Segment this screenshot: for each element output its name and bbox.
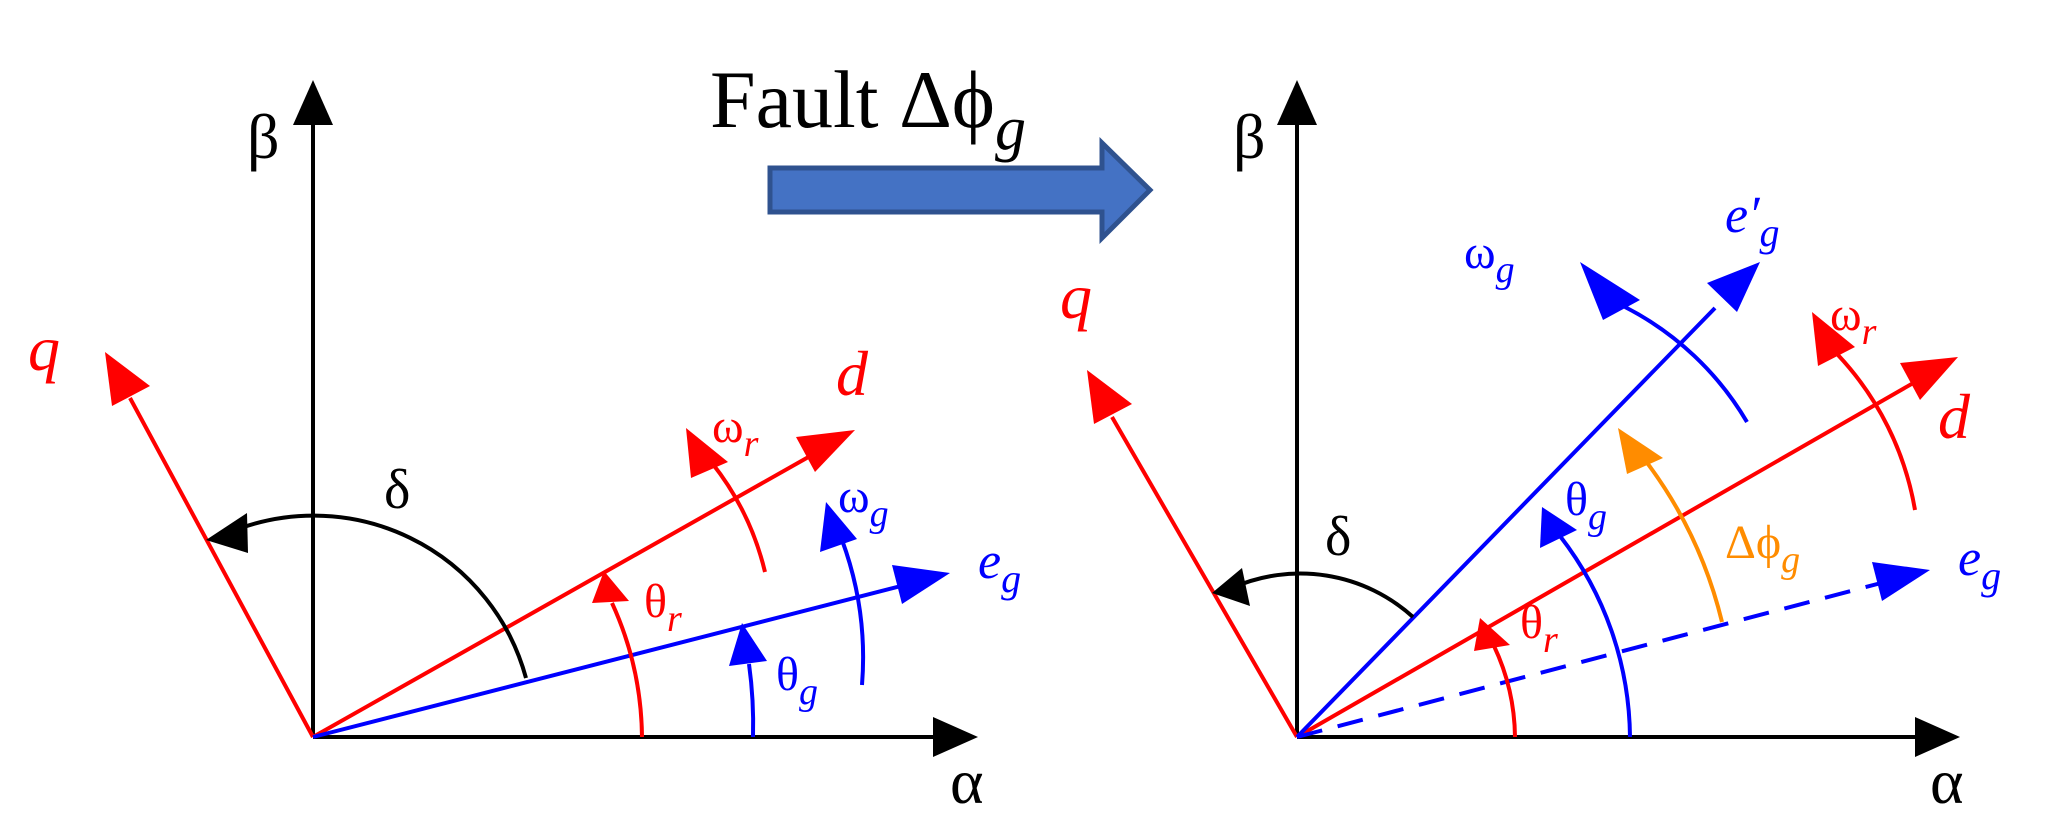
- right-arrow-icon: [767, 137, 1154, 245]
- right-omega-g-arc: [1624, 305, 1749, 424]
- right-theta-g-label: θg: [1565, 473, 1607, 538]
- fault-label: Fault Δϕg: [710, 54, 1026, 163]
- left-theta-r-arc: [610, 602, 644, 738]
- fault-transition: Fault Δϕg: [710, 54, 1154, 245]
- right-theta-r-arrowhead: [1474, 618, 1510, 651]
- right-delta-arrowhead: [1212, 568, 1250, 606]
- right-d-axis: [1296, 357, 1958, 739]
- right-delta-phi-label: Δϕg: [1725, 516, 1800, 581]
- right-omega-g-label: ωg: [1464, 226, 1515, 291]
- right-delta-label: δ: [1325, 506, 1351, 568]
- right-beta-label: β: [1233, 101, 1266, 172]
- right-eg-label: eg: [1958, 530, 2001, 598]
- left-omega-g-label: ωg: [838, 470, 889, 535]
- right-omega-r-arrowhead: [1812, 312, 1855, 366]
- right-theta-g-arc: [1558, 534, 1632, 738]
- left-theta-r-label: θr: [644, 575, 682, 640]
- right-eg-prime-label: e′g: [1725, 187, 1779, 255]
- right-theta-r-arc: [1492, 645, 1517, 738]
- right-eg-dashed-vector: [1296, 562, 1930, 739]
- left-theta-g-arrowhead: [729, 623, 767, 666]
- right-omega-r-arc: [1836, 353, 1917, 511]
- left-alpha-label: α: [950, 746, 984, 817]
- left-omega-r-label: ωr: [712, 400, 759, 465]
- left-omega-g-arrowhead: [820, 502, 857, 552]
- left-eg-label: eg: [978, 533, 1021, 601]
- right-alpha-axis: [1297, 717, 1960, 757]
- left-theta-r-arrowhead: [592, 571, 629, 603]
- left-theta-g-arc: [747, 663, 756, 738]
- left-delta-arrowhead: [206, 513, 248, 553]
- left-omega-r-arrowhead: [686, 428, 728, 478]
- right-theta-g-arrowhead: [1540, 507, 1577, 548]
- left-eg-vector: [312, 565, 950, 739]
- right-omega-r-label: ωr: [1830, 288, 1877, 353]
- right-omega-g-arrowhead: [1580, 262, 1640, 320]
- left-alpha-axis: [313, 717, 978, 757]
- left-d-label: d: [836, 338, 869, 409]
- left-q-label: q: [28, 313, 60, 384]
- right-alpha-label: α: [1930, 746, 1964, 817]
- left-q-axis: [105, 352, 315, 738]
- left-beta-label: β: [247, 101, 280, 172]
- left-delta-arc: [227, 513, 528, 679]
- left-panel: β α q d δ ωr ωg θr θg eg: [28, 80, 1021, 817]
- right-q-axis: [1087, 370, 1299, 739]
- right-eg-prime-vector: [1295, 262, 1760, 739]
- right-delta-phi-arrowhead: [1618, 428, 1663, 474]
- right-theta-r-label: θr: [1520, 596, 1558, 661]
- right-q-label: q: [1060, 261, 1092, 332]
- left-omega-g-arc: [840, 539, 866, 686]
- left-d-axis: [312, 430, 855, 739]
- left-omega-r-arc: [710, 461, 767, 573]
- left-theta-g-label: θg: [776, 648, 818, 713]
- right-beta-axis: [1277, 80, 1317, 737]
- left-beta-axis: [293, 80, 333, 737]
- left-delta-label: δ: [384, 459, 410, 521]
- right-d-label: d: [1938, 381, 1971, 452]
- right-panel: β α q d δ ωg ωr θr θg Δϕg e′g eg: [1060, 80, 2001, 817]
- right-delta-phi-arc: [1643, 458, 1724, 623]
- right-delta-arc: [1231, 571, 1415, 619]
